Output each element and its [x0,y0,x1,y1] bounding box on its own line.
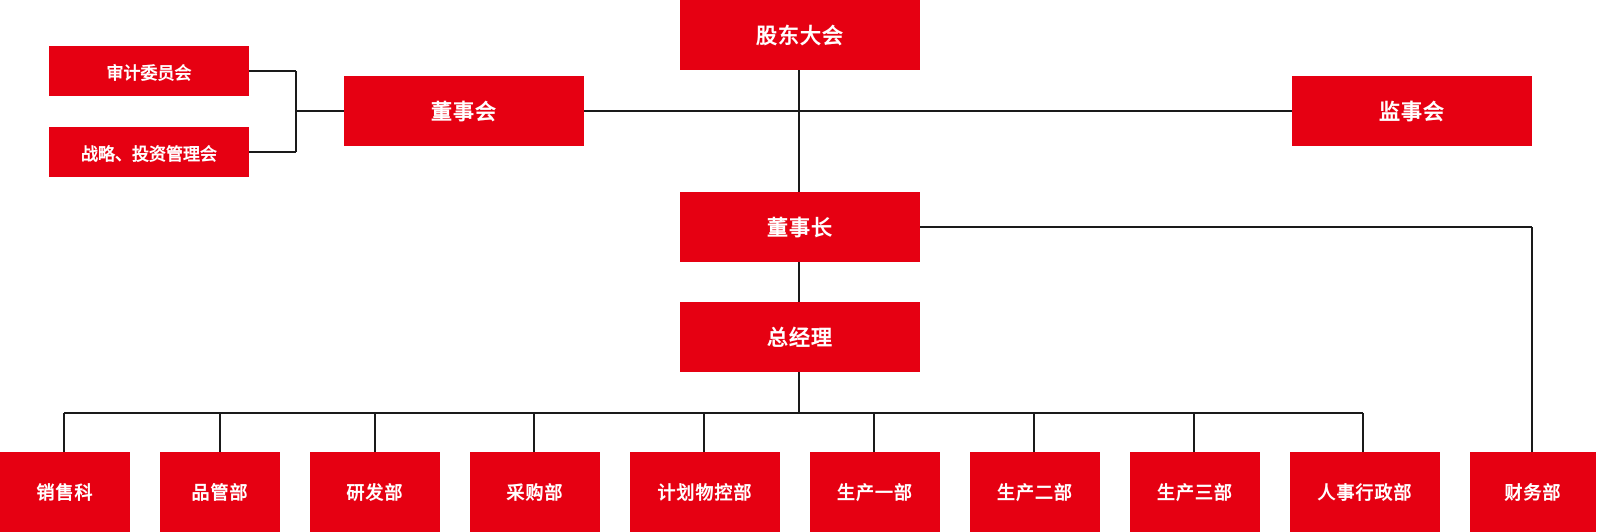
department-label: 生产一部 [837,483,913,504]
department-label: 研发部 [346,483,404,504]
department-box: 品管部 [160,452,280,532]
department-box: 人事行政部 [1290,452,1440,532]
department-label: 采购部 [506,483,564,504]
shareholders-label: 股东大会 [756,24,844,48]
department-label: 人事行政部 [1317,483,1413,504]
chairman-box: 董事长 [680,192,920,262]
department-label: 生产三部 [1157,483,1233,504]
department-label: 生产二部 [997,483,1073,504]
department-box: 采购部 [470,452,600,532]
department-box: 销售科 [0,452,130,532]
department-label: 销售科 [36,483,94,504]
department-label: 计划物控部 [657,483,753,504]
department-box: 生产三部 [1130,452,1260,532]
chairman-label: 董事长 [767,216,833,240]
department-box: 研发部 [310,452,440,532]
finance-label: 财务部 [1504,483,1562,504]
strategy-committee-label: 战略、投资管理会 [81,144,217,165]
supervisors-box: 监事会 [1292,76,1532,146]
department-label: 品管部 [191,483,249,504]
general-manager-label: 总经理 [767,326,833,350]
finance-box: 财务部 [1470,452,1596,532]
general-manager-box: 总经理 [680,302,920,372]
department-box: 生产一部 [810,452,940,532]
strategy-committee-box: 战略、投资管理会 [49,127,249,177]
shareholders-box: 股东大会 [680,0,920,70]
audit-committee-box: 审计委员会 [49,46,249,96]
supervisors-label: 监事会 [1379,100,1445,124]
board-label: 董事会 [431,100,497,124]
department-box: 计划物控部 [630,452,780,532]
department-box: 生产二部 [970,452,1100,532]
board-box: 董事会 [344,76,584,146]
audit-committee-label: 审计委员会 [106,63,192,84]
